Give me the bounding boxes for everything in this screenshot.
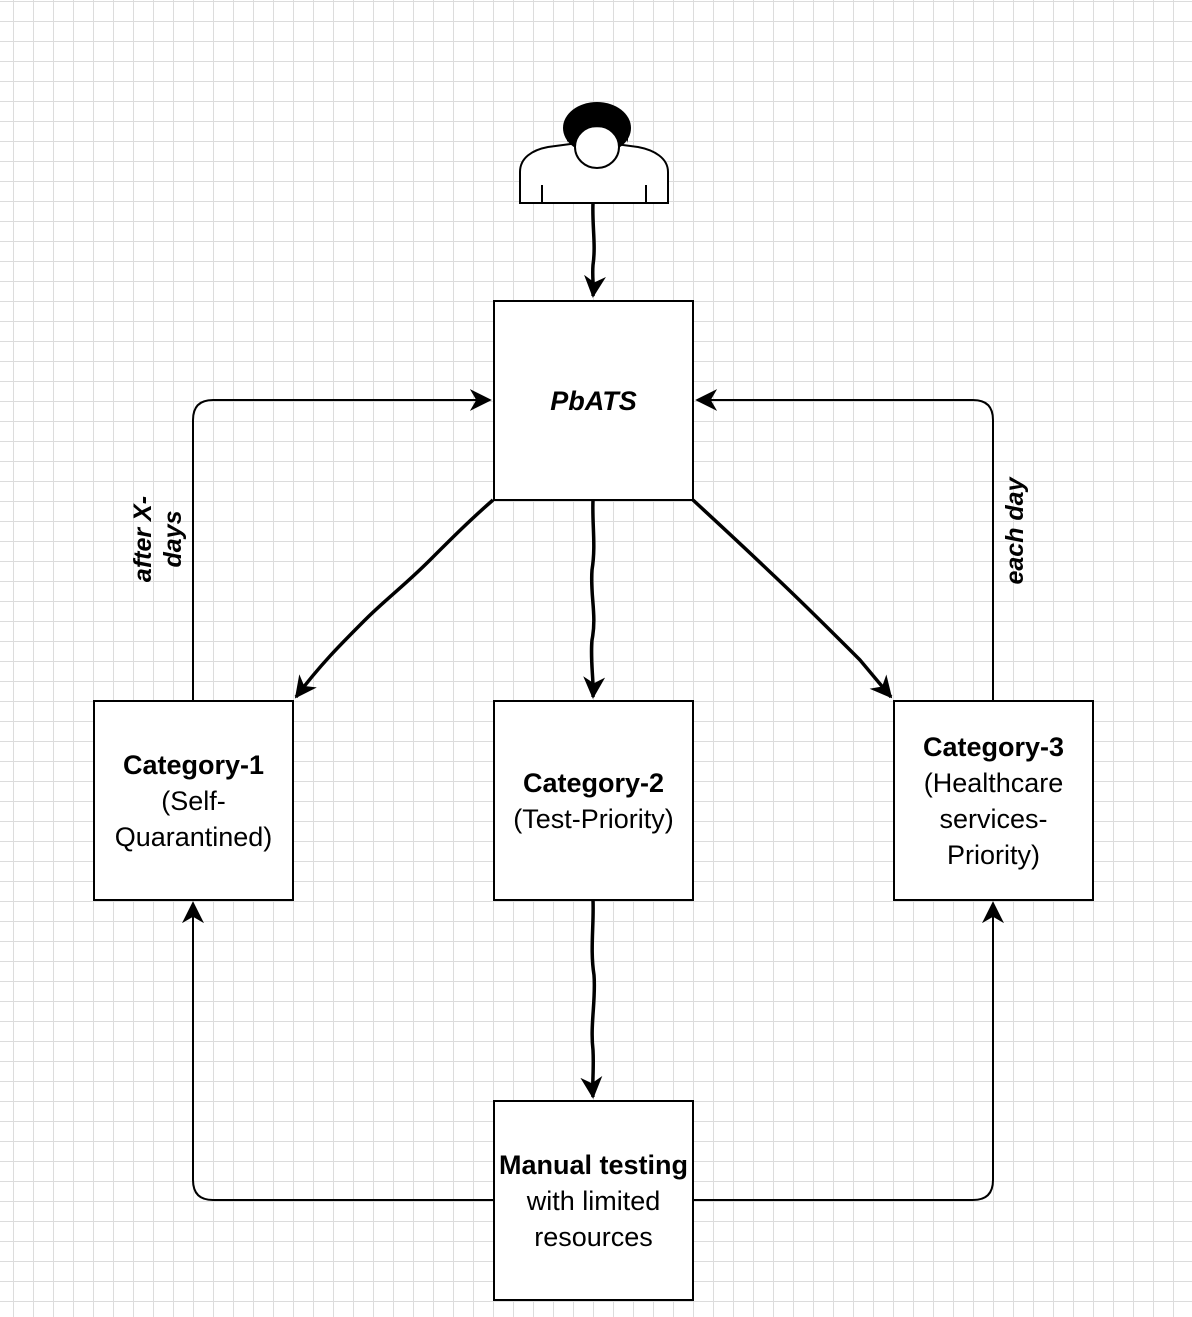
manual-testing-rest: with limited resources [526,1185,661,1252]
category-2-title: Category-2 [522,767,665,798]
user-icon [519,102,669,204]
edge-cat2-to-manual [580,899,603,1099]
edge-cat1-to-pbats [192,389,492,700]
edge-pbats-to-cat3 [691,498,893,699]
edge-cat3-to-pbats [695,389,994,700]
category-3-subtitle: (Healthcare services-Priority) [923,767,1064,870]
category-1-title: Category-1 [122,749,265,780]
pbats-label: PbATS [550,385,637,416]
edge-user-to-pbats [584,202,606,298]
category-3-title: Category-3 [922,731,1065,762]
edge-pbats-to-cat2 [583,499,606,699]
category-2-node[interactable]: Category-2 (Test-Priority) [493,700,694,901]
manual-testing-node[interactable]: Manual testing with limited resources [493,1100,694,1301]
pbats-node[interactable]: PbATS [493,300,694,501]
category-3-node[interactable]: Category-3 (Healthcare services-Priority… [893,700,1094,901]
category-2-subtitle: (Test-Priority) [513,803,674,834]
edge-manual-to-cat1 [182,901,493,1201]
category-1-subtitle: (Self-Quarantined) [114,785,273,852]
edge-label-each-day: each day [1001,477,1029,585]
edge-pbats-to-cat1 [294,498,495,699]
edge-label-after-x-days: after X-days [129,495,187,583]
edge-manual-to-cat3 [693,901,1004,1201]
category-1-node[interactable]: Category-1 (Self-Quarantined) [93,700,294,901]
manual-testing-bold: Manual testing [499,1149,689,1180]
